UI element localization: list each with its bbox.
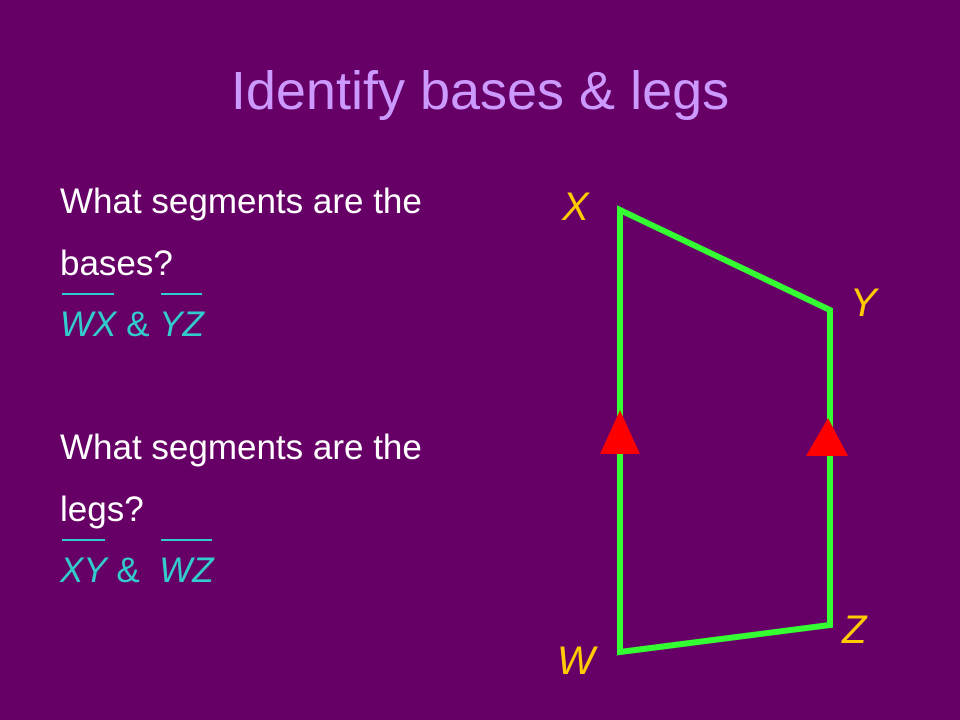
slide-title: Identify bases & legs <box>230 61 730 121</box>
trapezoid-wxyz <box>617 205 833 656</box>
segment-wx-label: WX <box>60 305 117 344</box>
segment-xy-label: XY <box>60 551 107 590</box>
segment-yz-label: YZ <box>159 305 204 344</box>
answer-legs: XY & WZ <box>60 539 214 591</box>
overline-wz <box>161 539 212 541</box>
segment-wz: WZ <box>159 539 214 591</box>
vertex-label-y: Y <box>850 281 880 325</box>
question-bases-line1: What segments are the <box>60 182 422 221</box>
question-legs-line1: What segments are the <box>60 428 422 467</box>
overline-yz <box>161 293 202 295</box>
overline-wx <box>62 293 115 295</box>
overline-xy <box>62 539 105 541</box>
question-legs-line2: legs? <box>60 490 144 529</box>
answer-bases: WX & YZ <box>60 293 204 345</box>
segment-yz: YZ <box>159 293 204 345</box>
segment-wx: WX <box>60 293 117 345</box>
vertex-label-x: X <box>561 185 590 229</box>
answer-bases-conjunction: & <box>116 305 160 344</box>
answer-legs-conjunction: & <box>106 551 160 590</box>
parallel-marker-left <box>600 410 640 454</box>
vertex-label-z: Z <box>841 608 868 652</box>
segment-xy: XY <box>60 539 107 591</box>
segment-wz-label: WZ <box>159 551 214 590</box>
parallel-marker-right <box>806 418 848 456</box>
trapezoid-figure: X Y Z W <box>557 185 880 683</box>
vertex-label-w: W <box>557 639 598 683</box>
question-bases-line2: bases? <box>60 244 173 283</box>
